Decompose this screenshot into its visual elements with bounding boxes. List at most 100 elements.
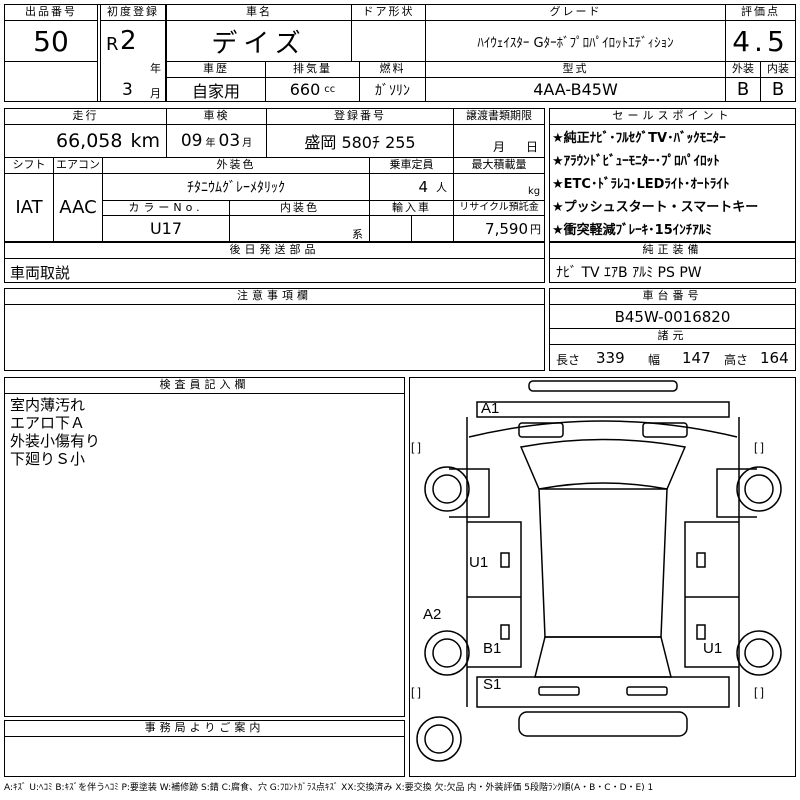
legend: A:ｷｽﾞ U:ﾍｺﾐ B:ｷｽﾞを伴うﾍｺﾐ P:要塗装 W:補修跡 S:錆 … [4, 783, 654, 793]
later-parts-value: 車両取説 [10, 264, 71, 282]
first-reg-month-unit: 月 [150, 87, 161, 100]
mark-a2: A2 [423, 606, 441, 623]
rear-window [534, 636, 672, 678]
shift-value: IAT [4, 173, 54, 242]
hood-curve [468, 420, 738, 438]
mark-b1: B1 [483, 640, 501, 657]
wheel-front-left-hub [432, 474, 462, 504]
spare-wheel-hub [424, 724, 454, 754]
transfer-day-unit: 日 [526, 140, 539, 154]
recycle-label: リサイクル預託金 [453, 200, 545, 216]
wheel-rear-right [736, 630, 782, 676]
history-label: 車歴 [166, 61, 266, 78]
first-reg-month: 3 [122, 80, 133, 100]
bracket-left-bottom: [ ] [411, 685, 421, 699]
aircon-label: エアコン [53, 157, 103, 174]
history-value: 自家用 [166, 77, 266, 102]
sales-point-item: ★ｱﾗｳﾝﾄﾞﾋﾞｭｰﾓﾆﾀｰ･ﾌﾟﾛﾊﾟｲﾛｯﾄ [552, 154, 720, 169]
bracket-left-top: [ ] [411, 440, 421, 454]
rear-light-left [538, 686, 580, 696]
fuel-value: ｶﾞｿﾘﾝ [359, 77, 426, 102]
sales-point-item: ★純正ﾅﾋﾞ･ﾌﾙｾｸﾞTV･ﾊﾞｯｸﾓﾆﾀｰ [552, 131, 726, 146]
inspection-box: 09 年 03 月 [166, 124, 267, 158]
capacity-label: 乗車定員 [369, 157, 454, 174]
int-value: B [760, 77, 796, 102]
equipment-label: 純正装備 [549, 242, 796, 259]
plate-label: 登録番号 [266, 108, 454, 125]
inspection-year-unit: 年 [205, 137, 216, 149]
interior-color-unit: 系 [352, 228, 363, 241]
load-label: 最大積載量 [453, 157, 545, 174]
rear-gate [518, 711, 688, 737]
office-label: 事務局よりご案内 [4, 720, 405, 737]
recycle-value: 7,590 [485, 219, 528, 238]
bracket-marks: [ ] [ ] [ ] [ ] [411, 440, 764, 699]
inspector-line: エアロ下Ａ [10, 414, 86, 432]
capacity-value: 4 [418, 178, 428, 196]
headlight-left [518, 422, 564, 438]
damage-marks: A1 U1 A2 B1 S1 U1 [423, 400, 722, 693]
lot-number-label: 出品番号 [4, 4, 98, 21]
right-doors [684, 521, 739, 668]
roof [538, 488, 668, 638]
length-value: 339 [596, 349, 625, 367]
model-value: 4AA-B45W [425, 77, 726, 102]
recycle-unit: 円 [530, 222, 541, 236]
transfer-label: 譲渡書類期限 [453, 108, 545, 125]
notes-label: 注意事項欄 [4, 288, 545, 305]
equipment-value: ﾅﾋﾞ TV ｴｱB ｱﾙﾐ PS PW [556, 265, 702, 281]
capacity-box: 4 人 [369, 173, 454, 201]
height-label: 高さ [724, 353, 749, 367]
door-label: ドア形状 [351, 4, 426, 21]
transfer-month-unit: 月 [493, 140, 506, 154]
score-label: 評価点 [725, 4, 796, 21]
mileage-value: 66,058 [56, 130, 123, 152]
chassis-label: 車台番号 [549, 288, 796, 305]
plate-value: 盛岡 580ﾁ 255 [266, 124, 454, 158]
car-name-value: デイズ [166, 20, 352, 62]
mileage-box: 66,058 km [4, 124, 167, 158]
displacement-unit: cc [324, 84, 336, 95]
interior-color-box [229, 215, 370, 242]
bracket-right-bottom: [ ] [754, 685, 764, 699]
windshield [519, 438, 687, 490]
mirror-right [696, 552, 706, 568]
chassis-value: B45W-0016820 [549, 304, 796, 329]
first-reg-year-unit: 年 [150, 62, 161, 75]
inspector-line: 室内薄汚れ [10, 396, 86, 414]
shift-label: シフト [4, 157, 54, 174]
grade-value: ﾊｲｳｪｲｽﾀｰ Gﾀｰﾎﾞﾌﾟﾛﾊﾟｲﾛｯﾄｴﾃﾞｨｼｮﾝ [425, 20, 726, 62]
recycle-box: 7,590 円 [453, 215, 545, 242]
displacement-box: 660 cc [265, 77, 360, 102]
inspector-label: 検査員記入欄 [4, 377, 405, 394]
rear-bumper [476, 676, 730, 708]
mark-u1-right: U1 [703, 640, 722, 657]
wheel-rear-right-hub [744, 638, 774, 668]
mileage-label: 走行 [4, 108, 167, 125]
width-label: 幅 [648, 353, 661, 367]
rear-light-right [626, 686, 668, 696]
dims-label: 諸元 [549, 328, 796, 345]
height-value: 164 [760, 349, 789, 367]
color-value: ﾁﾀﾆｳﾑｸﾞﾚｰﾒﾀﾘｯｸ [102, 173, 370, 201]
car-name-label: 車名 [166, 4, 352, 21]
inspector-line: 下廻りＳ小 [10, 450, 86, 468]
ext-value: B [725, 77, 761, 102]
mark-u1-left: U1 [469, 554, 488, 571]
interior-color-label: 内装色 [229, 200, 370, 216]
color-label: 外装色 [102, 157, 370, 174]
ext-label: 外装 [725, 61, 761, 78]
door-value [351, 20, 426, 62]
inspector-line: 外装小傷有り [10, 432, 101, 450]
later-parts-label: 後日発送部品 [4, 242, 545, 259]
sales-point-item: ★プッシュスタート・スマートキー [552, 200, 759, 215]
import-divider [411, 215, 412, 242]
headlight-right [642, 422, 688, 438]
sales-points-label: セールスポイント [549, 108, 796, 125]
bracket-right-top: [ ] [754, 440, 764, 454]
wheel-rear-left [424, 630, 470, 676]
lot-number-blank [4, 61, 98, 102]
spare-wheel [416, 716, 462, 762]
car-diagram-block [409, 377, 796, 777]
wheel-front-right [736, 466, 782, 512]
